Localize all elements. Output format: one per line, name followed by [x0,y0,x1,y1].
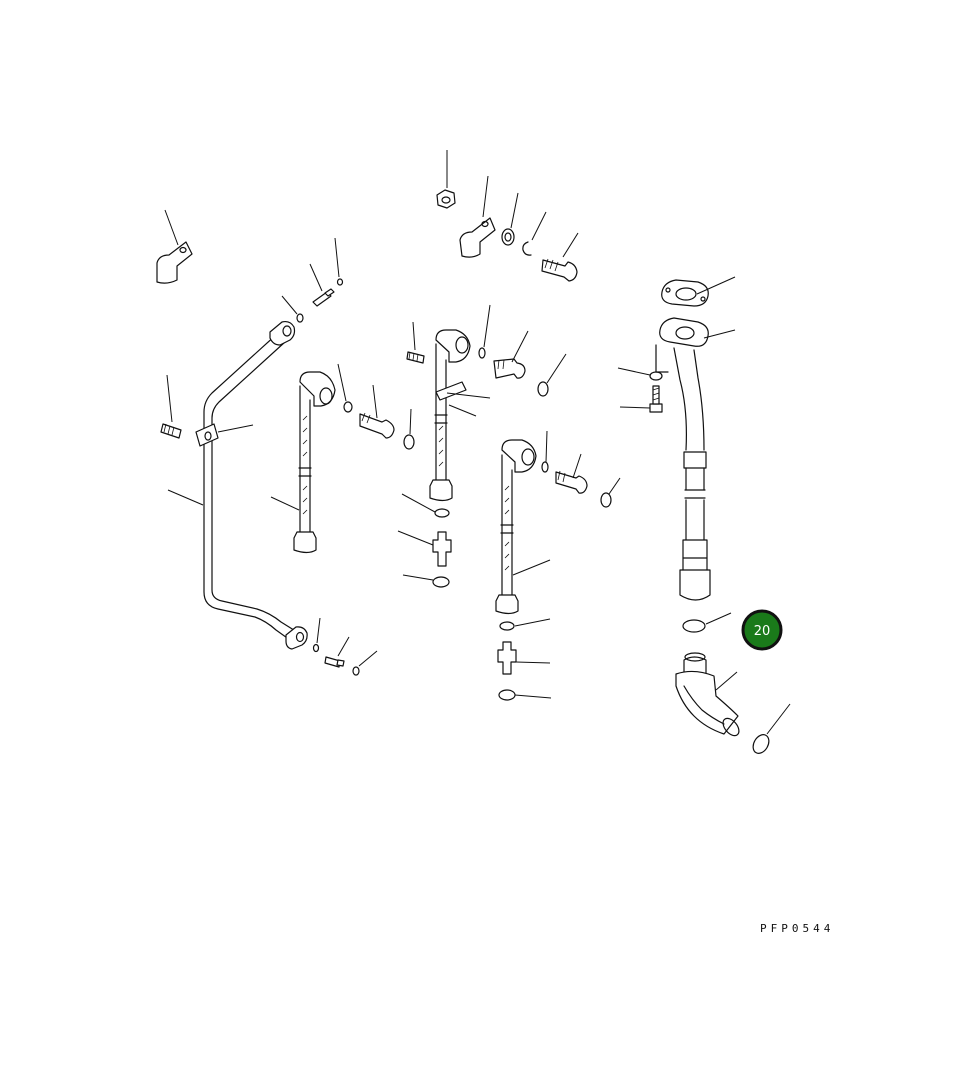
flanged-tube-hose-assembly [617,276,736,633]
hose-assembly-2 [406,304,567,502]
clamp-part-left [156,209,193,284]
washer-part [501,192,519,246]
snap-ring-part [522,211,547,256]
hex-nut-part [436,150,456,209]
bolt-part-top [541,232,579,282]
small-fitting-left-top [281,237,344,323]
drawing-code: PFP0544 [760,922,834,935]
left-steel-pipe-assembly [167,320,378,676]
callout-label: 20 [754,624,771,639]
top-hardware-group [156,150,579,439]
elbow-fitting [675,652,791,754]
hose-assembly-1 [270,363,452,588]
clamp-part-top [459,175,496,258]
small-fitting-left-mid [160,374,182,439]
hose-assembly-3 [495,430,621,701]
callout-20[interactable]: 20 [741,609,783,651]
